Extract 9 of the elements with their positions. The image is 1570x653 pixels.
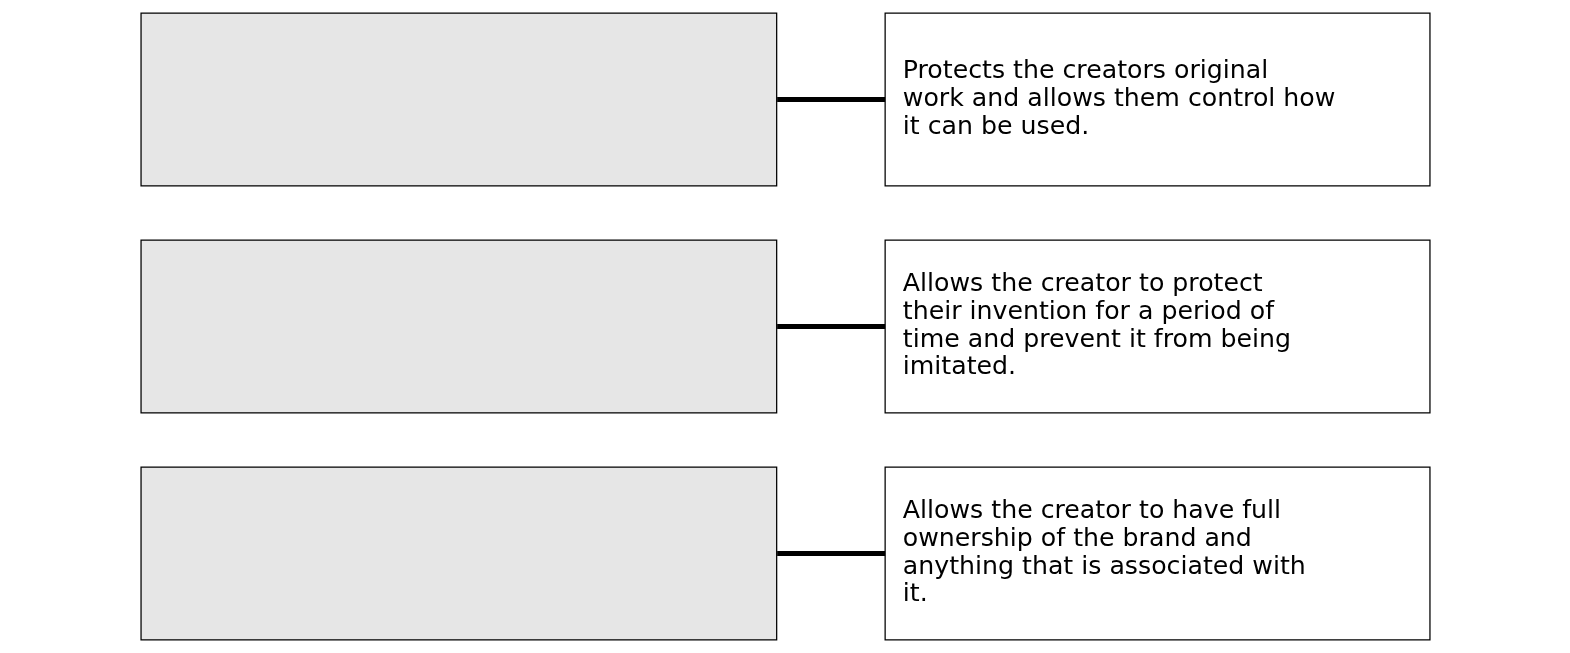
node-box: Allows the creator to have full ownership of the brand and anything that is associated with it. <box>884 466 1431 641</box>
node-box: Protects the creators original work and allows them control how it can be used. <box>884 12 1431 187</box>
node-box: Allows the creator to protect their invention for a period of time and prevent it from being imitated. <box>884 239 1431 414</box>
node-box <box>139 466 777 641</box>
node-box <box>139 239 777 414</box>
connector <box>776 551 885 557</box>
node-box <box>139 12 777 187</box>
connector <box>776 324 885 329</box>
connector <box>776 96 885 102</box>
